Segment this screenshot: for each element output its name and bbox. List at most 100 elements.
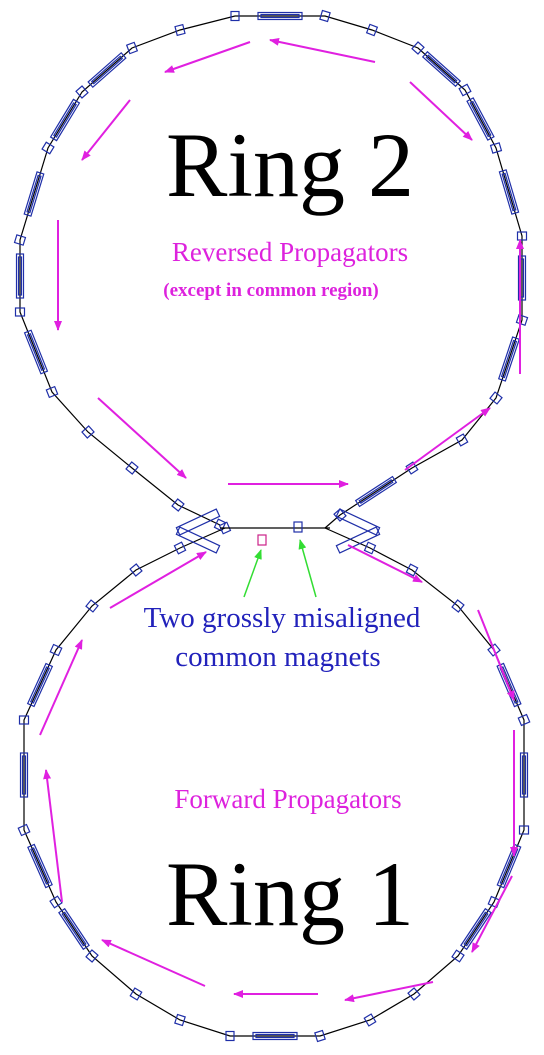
dipole-magnet-core [469, 100, 492, 138]
pointer-arrow-right [298, 539, 317, 598]
dipole-magnet-core [29, 666, 51, 704]
dipole-magnet-core [53, 102, 77, 138]
quadrupole-magnet [75, 85, 89, 99]
dipole-magnet-core [358, 479, 394, 504]
dipole-magnet [354, 475, 398, 508]
ring-2-note: (except in common region) [163, 280, 378, 301]
quadrupole-magnet [173, 541, 187, 555]
dipole-magnet-core [61, 911, 87, 947]
ring-1-title: Ring 1 [166, 843, 414, 945]
quadrupole-magnet [319, 9, 331, 23]
annotation-line-1: Two grossly misaligned [144, 602, 421, 634]
propagation-arrow [43, 769, 63, 903]
quadrupole-magnet [489, 391, 503, 405]
propagation-arrow [404, 407, 491, 471]
misaligned-magnet-right [293, 521, 303, 533]
propagation-arrow [101, 939, 206, 987]
dipole-magnet-core [30, 847, 50, 885]
dipole-magnet-core [260, 13, 300, 19]
ring-1-subtitle: Forward Propagators [174, 784, 401, 814]
dipole-magnet [87, 51, 127, 89]
dipole-magnet [23, 171, 45, 217]
quadrupole-magnet [487, 643, 501, 657]
quadrupole-magnet [455, 433, 469, 447]
dipole-magnet [252, 1031, 298, 1041]
annotation-line-2: common magnets [175, 641, 380, 673]
dipole-magnet [498, 169, 520, 215]
quadrupole-magnet [517, 713, 531, 727]
propagation-arrow [97, 397, 187, 479]
quadrupole-magnet [458, 83, 472, 97]
quadrupole-magnet [13, 234, 27, 246]
ring-1-lattice [17, 521, 531, 1043]
quadrupole-magnet [405, 563, 419, 577]
quadrupole-magnet [125, 461, 139, 475]
quadrupole-magnet [41, 141, 55, 155]
dipole-magnet [23, 329, 49, 375]
dipole-magnet [26, 662, 54, 708]
ring-2-title: Ring 2 [166, 114, 414, 216]
dipole-magnet-core [501, 172, 517, 212]
quadrupole-magnet [407, 987, 421, 1001]
dipole-magnet [19, 752, 29, 798]
quadrupole-magnet [230, 10, 240, 22]
dipole-magnet-core [26, 174, 42, 214]
quadrupole-magnet [174, 1013, 186, 1027]
quadrupole-magnet [363, 1013, 377, 1027]
quadrupole-magnet [218, 521, 232, 535]
dipole-magnet [466, 97, 495, 141]
quadrupole-magnet [14, 307, 26, 317]
quadrupole-magnet [225, 1030, 235, 1042]
propagation-arrow [109, 551, 207, 609]
quadrupole-magnet [411, 41, 425, 55]
quadrupole-magnet [125, 41, 139, 55]
quadrupole-magnet [451, 599, 465, 613]
dipole-magnet [49, 98, 81, 142]
dipole-magnet [27, 843, 53, 889]
ring-2-outline [19, 15, 523, 529]
dipole-magnet-core [90, 55, 124, 85]
quadrupole-magnet [85, 949, 99, 963]
quadrupole-magnet [365, 23, 379, 37]
propagation-arrow [81, 99, 131, 161]
misaligned-magnet-left [257, 534, 267, 546]
dipole-magnet [497, 336, 521, 382]
dipole-magnet-core [17, 256, 23, 296]
dipole-magnet-core [463, 911, 489, 947]
quadrupole-magnet [518, 825, 530, 835]
quadrupole-magnet [129, 563, 143, 577]
ring-2-lattice [13, 9, 529, 532]
dipole-magnet-core [425, 54, 458, 84]
quadrupole-magnet [81, 425, 95, 439]
dipole-magnet [421, 50, 462, 88]
quadrupole-magnet [49, 643, 63, 657]
propagation-arrows [39, 37, 524, 1003]
pointer-arrow-left [243, 549, 262, 598]
common-dipole-left-lower [175, 526, 221, 554]
dipole-magnet [15, 253, 25, 299]
dipole-magnet [58, 907, 90, 951]
quadrupole-magnet [45, 385, 59, 399]
ring-2-subtitle: Reversed Propagators [172, 237, 408, 267]
propagation-arrow [39, 639, 83, 736]
quadrupole-magnet [18, 715, 30, 725]
quadrupole-magnet [213, 518, 227, 532]
quadrupole-magnet [489, 142, 503, 154]
dipole-magnet [517, 255, 527, 301]
propagation-arrow [409, 81, 473, 141]
dipole-magnet [460, 907, 492, 951]
quadrupole-magnet [451, 949, 465, 963]
dipole-magnet [496, 843, 522, 889]
quadrupole-magnet [363, 541, 377, 555]
dipole-magnet [257, 11, 303, 21]
quadrupole-magnet [174, 23, 186, 37]
common-dipole-right-lower [335, 526, 381, 554]
dipole-magnet [519, 752, 529, 798]
quadrupole-magnet [129, 987, 143, 1001]
dipole-magnet-core [500, 339, 518, 379]
propagation-arrow [347, 544, 423, 583]
quadrupole-magnet [17, 823, 31, 837]
quadrupole-magnet [85, 599, 99, 613]
